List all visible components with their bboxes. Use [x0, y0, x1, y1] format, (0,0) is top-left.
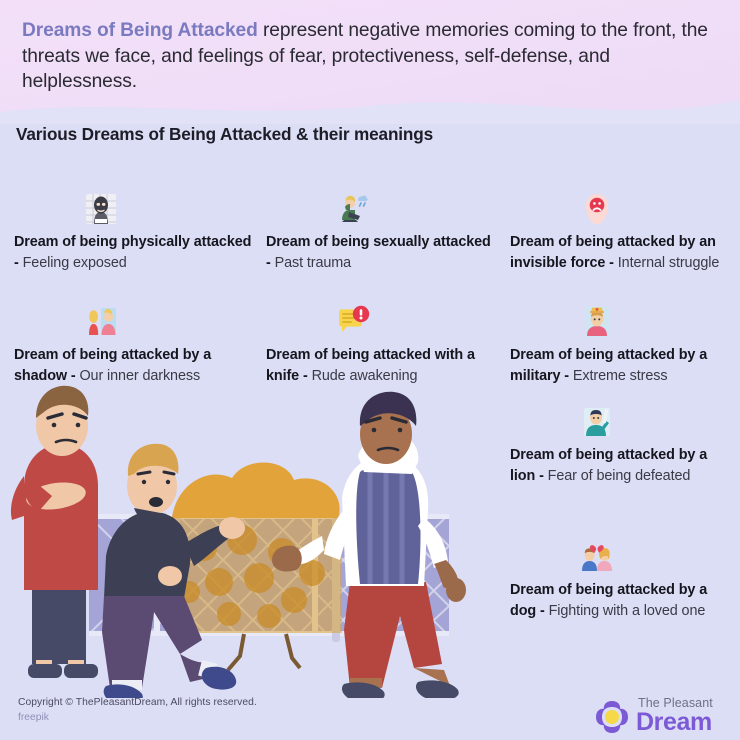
- copyright-text: Copyright © ThePleasantDream, All rights…: [18, 697, 257, 708]
- dream-item-6: Dream of being attacked by a lion - Fear…: [510, 408, 728, 487]
- dream-item-1-title: Dream of being sexually attacked -: [266, 234, 491, 271]
- logo-text-top: The Pleasant: [638, 696, 713, 710]
- dream-item-6-text: Dream of being attacked by a lion - Fear…: [510, 445, 728, 487]
- banner-background-shape: [0, 0, 740, 124]
- fight-scene-illustration: [10, 385, 466, 698]
- pleasant-dream-logo-mark: [596, 701, 628, 733]
- dream-item-6-meaning: Fear of being defeated: [543, 468, 691, 484]
- dream-item-3-meaning: Our inner darkness: [75, 368, 201, 384]
- dream-item-4: Dream of being attacked with a knife - R…: [266, 305, 488, 387]
- dream-item-0: Dream of being physically attacked - Fee…: [14, 194, 254, 274]
- dream-item-7: Dream of being attacked by a dog - Fight…: [510, 545, 728, 622]
- dream-item-2-text: Dream of being attacked by an invisible …: [510, 232, 728, 274]
- dream-item-1-meaning: Past trauma: [270, 255, 352, 271]
- ghost-sad-face-icon: [585, 194, 609, 225]
- dream-item-1: Dream of being sexually attacked - Past …: [266, 195, 491, 274]
- dream-item-7-text: Dream of being attacked by a dog - Fight…: [510, 580, 728, 622]
- dream-item-5-title: Dream of being attacked by a military -: [510, 347, 708, 384]
- banner-headline-highlight: Dreams of Being Attacked: [22, 20, 258, 41]
- person-blue-vest: [272, 391, 466, 698]
- dream-item-5-text: Dream of being attacked by a military - …: [510, 345, 728, 387]
- dream-item-0-title: Dream of being physically attacked -: [14, 234, 252, 271]
- dream-item-3-title: Dream of being attacked by a shadow -: [14, 347, 212, 384]
- dream-item-0-text: Dream of being physically attacked - Fee…: [14, 232, 254, 274]
- dream-item-2: Dream of being attacked by an invisible …: [510, 194, 728, 274]
- person-raised-weapon-icon: [584, 408, 610, 436]
- section-title: Various Dreams of Being Attacked & their…: [16, 124, 434, 144]
- logo-text-bottom: Dream: [636, 708, 712, 736]
- dream-item-3-text: Dream of being attacked by a shadow - Ou…: [14, 345, 259, 387]
- dream-item-4-meaning: Rude awakening: [307, 368, 418, 384]
- dream-item-2-meaning: Internal struggle: [613, 255, 720, 271]
- banner-headline-rest: represent negative memories coming to th…: [22, 20, 708, 92]
- burglar-mugshot-icon: [86, 194, 116, 224]
- banner-headline: Dreams of Being Attacked represent negat…: [22, 18, 722, 95]
- dream-item-6-title: Dream of being attacked by a lion -: [510, 447, 708, 484]
- image-credit: freepik: [18, 712, 49, 723]
- sad-person-rain-cloud-icon: [342, 195, 368, 222]
- person-dark-tshirt: [102, 443, 245, 698]
- dream-item-4-title: Dream of being attacked with a knife -: [266, 347, 475, 384]
- person-red-sweater: [10, 385, 98, 678]
- dream-item-5-meaning: Extreme stress: [568, 368, 668, 384]
- dream-item-3: Dream of being attacked by a shadow - Ou…: [14, 308, 259, 387]
- person-mirror-reflection-icon: [89, 308, 116, 335]
- dream-item-0-meaning: Feeling exposed: [18, 255, 127, 271]
- dream-item-5: Dream of being attacked by a military - …: [510, 307, 728, 387]
- couple-broken-heart-icon: [582, 545, 612, 571]
- dream-item-7-title: Dream of being attacked by a dog -: [510, 582, 708, 619]
- dream-item-2-title: Dream of being attacked by an invisible …: [510, 234, 716, 271]
- brand-logo[interactable]: The Pleasant Dream: [592, 694, 726, 738]
- military-soldier-icon: [585, 307, 609, 337]
- dream-item-1-text: Dream of being sexually attacked - Past …: [266, 232, 491, 274]
- dream-item-4-text: Dream of being attacked with a knife - R…: [266, 345, 488, 387]
- dream-item-7-meaning: Fighting with a loved one: [544, 603, 706, 619]
- header-banner: Dreams of Being Attacked represent negat…: [0, 0, 740, 124]
- alert-speech-bubble-icon: [339, 305, 370, 332]
